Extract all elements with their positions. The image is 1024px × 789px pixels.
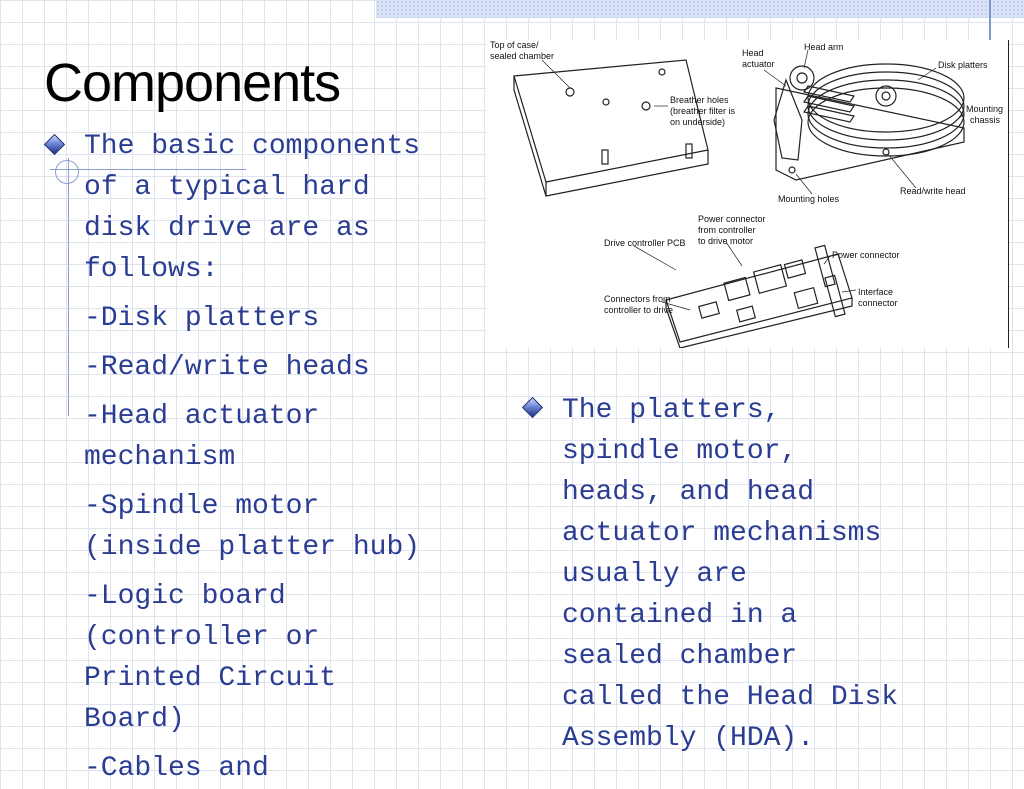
label-power-conn-ctrl-3: to drive motor xyxy=(698,236,753,246)
platter-top xyxy=(807,63,965,133)
label-head-actuator: Head xyxy=(742,48,764,58)
case-hole-2 xyxy=(602,98,610,106)
label-disk-platters: Disk platters xyxy=(938,60,988,70)
label-top-case: Top of case/ xyxy=(490,40,539,50)
list-item: -Read/write heads xyxy=(84,352,370,383)
case-hole-4 xyxy=(658,68,666,76)
hard-disk-diagram: Top of case/ sealed chamber Head actuato… xyxy=(486,40,1009,348)
bullet-hda-text: The platters, spindle motor, heads, and … xyxy=(562,395,899,754)
actuator-body xyxy=(773,78,803,161)
label-head-actuator-2: actuator xyxy=(742,59,775,69)
label-breather-2: (breather filter is xyxy=(670,106,736,116)
platter-4 xyxy=(807,87,965,157)
case-tab-2 xyxy=(685,143,693,159)
hard-disk-illustration: Top of case/ sealed chamber Head actuato… xyxy=(490,40,1003,348)
accent-line-vertical xyxy=(68,158,69,416)
case-tab-1 xyxy=(601,149,609,165)
actuator-pivot xyxy=(789,65,815,91)
case-hole-3 xyxy=(641,101,651,111)
left-bullet-block: The basic components of a typical hard d… xyxy=(84,126,514,789)
label-mounting-chassis-2: chassis xyxy=(970,115,1001,125)
list-item: -Disk platters xyxy=(84,303,320,334)
label-power-connector: Power connector xyxy=(832,250,900,260)
list-item: -Spindle motor (inside platter hub) xyxy=(84,491,421,563)
label-mounting-chassis-1: Mounting xyxy=(966,104,1003,114)
head-arm-1 xyxy=(803,85,855,103)
label-read-write-head: Read/write head xyxy=(900,186,966,196)
label-connectors-2: controller to drive xyxy=(604,305,673,315)
spindle-hub xyxy=(875,85,897,107)
label-power-conn-ctrl-1: Power connector xyxy=(698,214,766,224)
top-accent-band xyxy=(376,0,1024,18)
accent-circle xyxy=(55,160,79,184)
accent-line-horizontal xyxy=(50,169,246,170)
slide-title: Components xyxy=(44,53,341,113)
case-hole-1 xyxy=(565,87,575,97)
label-mounting-holes: Mounting holes xyxy=(778,194,840,204)
label-breather-1: Breather holes xyxy=(670,95,729,105)
platter-3 xyxy=(807,79,965,149)
diamond-bullet-icon xyxy=(43,133,66,156)
list-item: -Cables and xyxy=(84,753,269,784)
list-item: -Head actuator mechanism xyxy=(84,401,320,473)
chassis-base-shape xyxy=(775,87,965,181)
head-arm-3 xyxy=(803,105,855,123)
label-interface-connector-2: connector xyxy=(858,298,898,308)
top-accent-line xyxy=(989,0,991,42)
right-bullet-block: The platters, spindle motor, heads, and … xyxy=(562,390,992,759)
head-arm-2 xyxy=(803,95,855,113)
label-top-case-2: sealed chamber xyxy=(490,51,554,61)
label-breather-3: on underside) xyxy=(670,117,725,127)
label-power-conn-ctrl-2: from controller xyxy=(698,225,756,235)
list-item: -Logic board (controller or Printed Circ… xyxy=(84,581,337,735)
diamond-bullet-icon xyxy=(521,396,544,419)
label-drive-controller-pcb: Drive controller PCB xyxy=(604,238,686,248)
label-connectors-1: Connectors from xyxy=(604,294,671,304)
case-side-shape xyxy=(513,76,709,197)
label-head-arm: Head arm xyxy=(804,42,844,52)
label-interface-connector-1: Interface xyxy=(858,287,893,297)
bullet-intro-text: The basic components of a typical hard d… xyxy=(84,131,421,285)
